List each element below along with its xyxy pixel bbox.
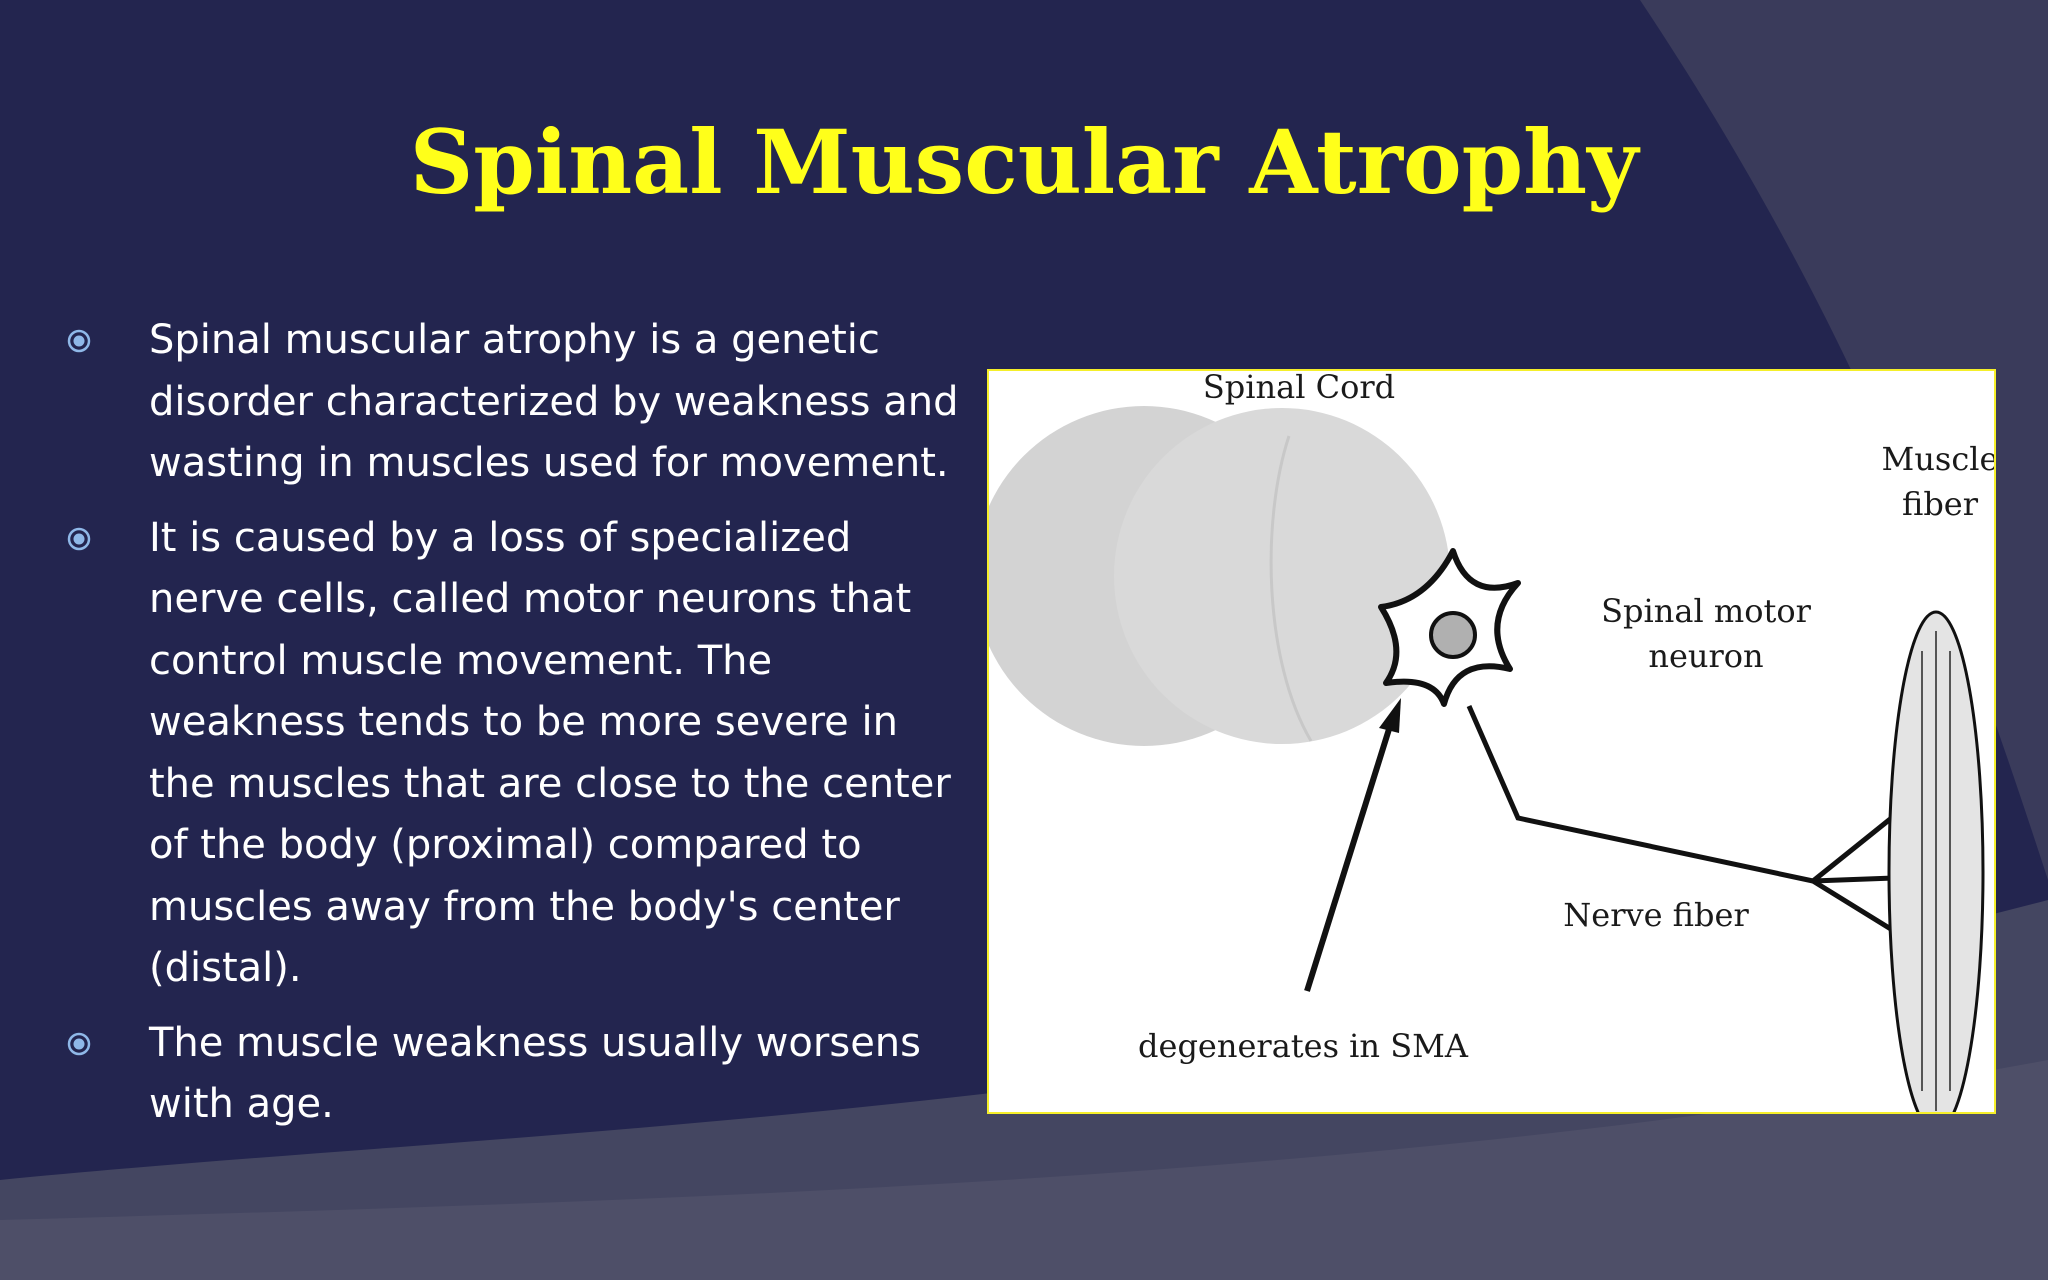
degeneration-arrow-head — [1379, 698, 1401, 733]
nerve-fiber — [1466, 704, 1814, 884]
bullet-item: Spinal muscular atrophy is a genetic dis… — [60, 310, 960, 495]
circled-dot-icon — [67, 527, 91, 550]
label-muscle-fiber-line1: Muscle — [1882, 440, 1994, 478]
bullet-item: The muscle weakness usually worsens with… — [60, 1013, 960, 1136]
spinal-cord-right-half — [1114, 408, 1450, 744]
label-nerve-fiber: Nerve fiber — [1563, 896, 1749, 934]
label-muscle-fiber-line2: fiber — [1902, 485, 1979, 523]
bullet-item: It is caused by a loss of specialized ne… — [60, 508, 960, 1000]
slide-title: Spinal Muscular Atrophy — [409, 110, 1639, 214]
nerve-terminal-branches — [1808, 814, 1896, 934]
spinal-cord-seam — [1269, 435, 1313, 742]
bullet-list: Spinal muscular atrophy is a genetic dis… — [60, 310, 960, 1149]
bullet-text: Spinal muscular atrophy is a genetic dis… — [149, 317, 959, 486]
motor-neuron-nucleus — [1429, 611, 1477, 659]
circled-dot-icon — [67, 1032, 91, 1055]
nerve-terminal-middle — [1812, 875, 1895, 884]
label-motor-neuron-line2: neuron — [1648, 637, 1763, 675]
circled-dot-icon — [67, 329, 91, 353]
label-motor-neuron-line1: Spinal motor — [1601, 592, 1811, 630]
label-spinal-cord: Spinal Cord — [1203, 371, 1395, 406]
sma-diagram: Spinal Cord Muscle fiber Spinal motor ne… — [987, 369, 1996, 1114]
bullet-text: The muscle weakness usually worsens with… — [149, 1019, 921, 1128]
degeneration-arrow-shaft — [1304, 725, 1393, 992]
bullet-text: It is caused by a loss of specialized ne… — [149, 514, 951, 992]
label-degenerates: degenerates in SMA — [1138, 1027, 1469, 1065]
